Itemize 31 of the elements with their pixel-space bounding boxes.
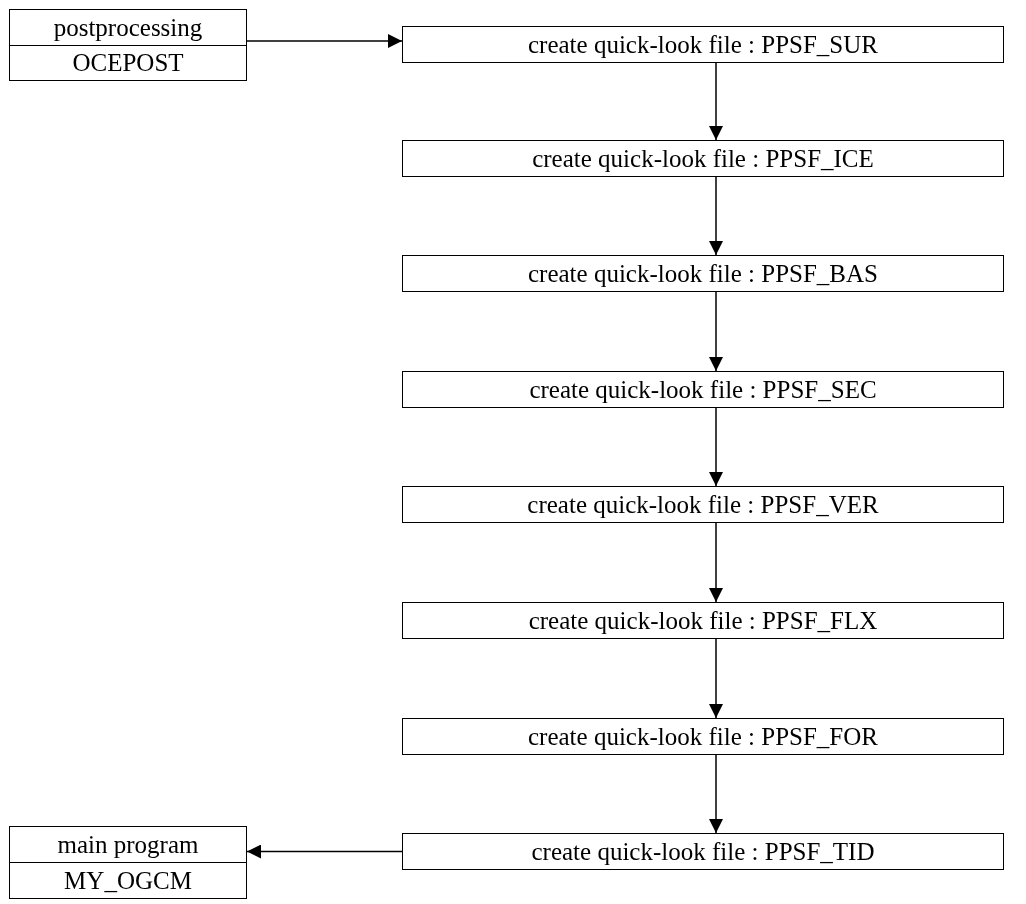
arrow bbox=[709, 62, 723, 141]
process-box bbox=[402, 371, 1004, 408]
process-box bbox=[402, 255, 1004, 292]
process-box bbox=[402, 486, 1004, 523]
arrow bbox=[246, 34, 403, 48]
arrow bbox=[709, 522, 723, 603]
arrow bbox=[709, 754, 723, 834]
process-box bbox=[402, 602, 1004, 639]
arrow bbox=[709, 291, 723, 372]
arrow bbox=[709, 638, 723, 719]
box-label: create quick-look file : PPSF_ICE bbox=[531, 144, 875, 174]
arrow bbox=[709, 407, 723, 487]
box-label: main program bbox=[56, 830, 200, 860]
box-label: create quick-look file : PPSF_SUR bbox=[527, 30, 879, 60]
process-box bbox=[9, 826, 247, 899]
box-label: postprocessing bbox=[52, 12, 204, 43]
box-sublabel: OCEPOST bbox=[10, 44, 246, 80]
box-label: create quick-look file : PPSF_VER bbox=[526, 490, 880, 520]
process-box bbox=[402, 140, 1004, 177]
box-label: create quick-look file : PPSF_SEC bbox=[528, 375, 878, 405]
arrow bbox=[709, 176, 723, 256]
box-sublabel: MY_OGCM bbox=[10, 862, 246, 898]
box-label: create quick-look file : PPSF_BAS bbox=[527, 259, 879, 289]
process-box bbox=[402, 26, 1004, 63]
process-box bbox=[402, 833, 1004, 870]
box-label: create quick-look file : PPSF_FOR bbox=[527, 722, 879, 752]
process-box bbox=[9, 9, 247, 81]
box-label: create quick-look file : PPSF_TID bbox=[530, 837, 876, 867]
arrow bbox=[246, 844, 403, 859]
box-label: create quick-look file : PPSF_FLX bbox=[527, 606, 879, 636]
process-box bbox=[402, 718, 1004, 755]
